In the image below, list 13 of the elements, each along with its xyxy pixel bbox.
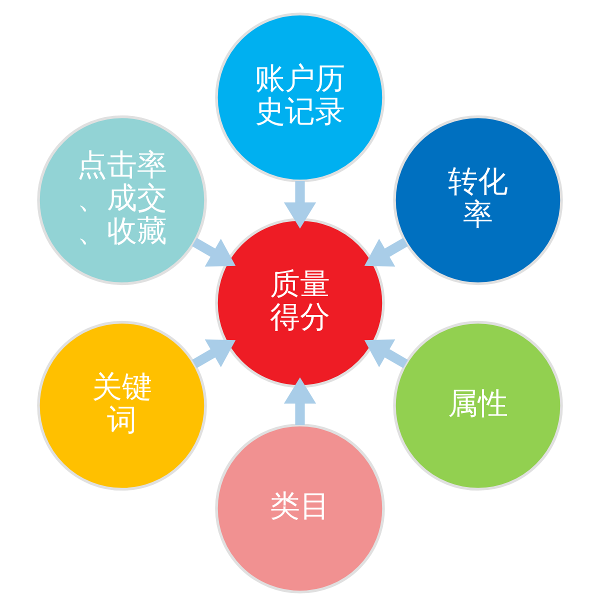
node-circle: 质量得分: [215, 218, 385, 388]
node-circle: 关键词: [37, 320, 207, 491]
arrow: [364, 238, 408, 267]
arrow: [192, 238, 236, 267]
arrow: [364, 339, 408, 368]
arrow: [192, 339, 236, 368]
node-circle: 类目: [215, 424, 385, 594]
node-circle: 属性: [393, 320, 563, 491]
arrow: [284, 377, 316, 425]
node-circle: 账户历史记录: [215, 12, 385, 182]
node-circle: 点击率、成交、收藏: [37, 115, 207, 286]
arrow: [284, 181, 316, 229]
node-circle: 转化率: [393, 115, 563, 286]
